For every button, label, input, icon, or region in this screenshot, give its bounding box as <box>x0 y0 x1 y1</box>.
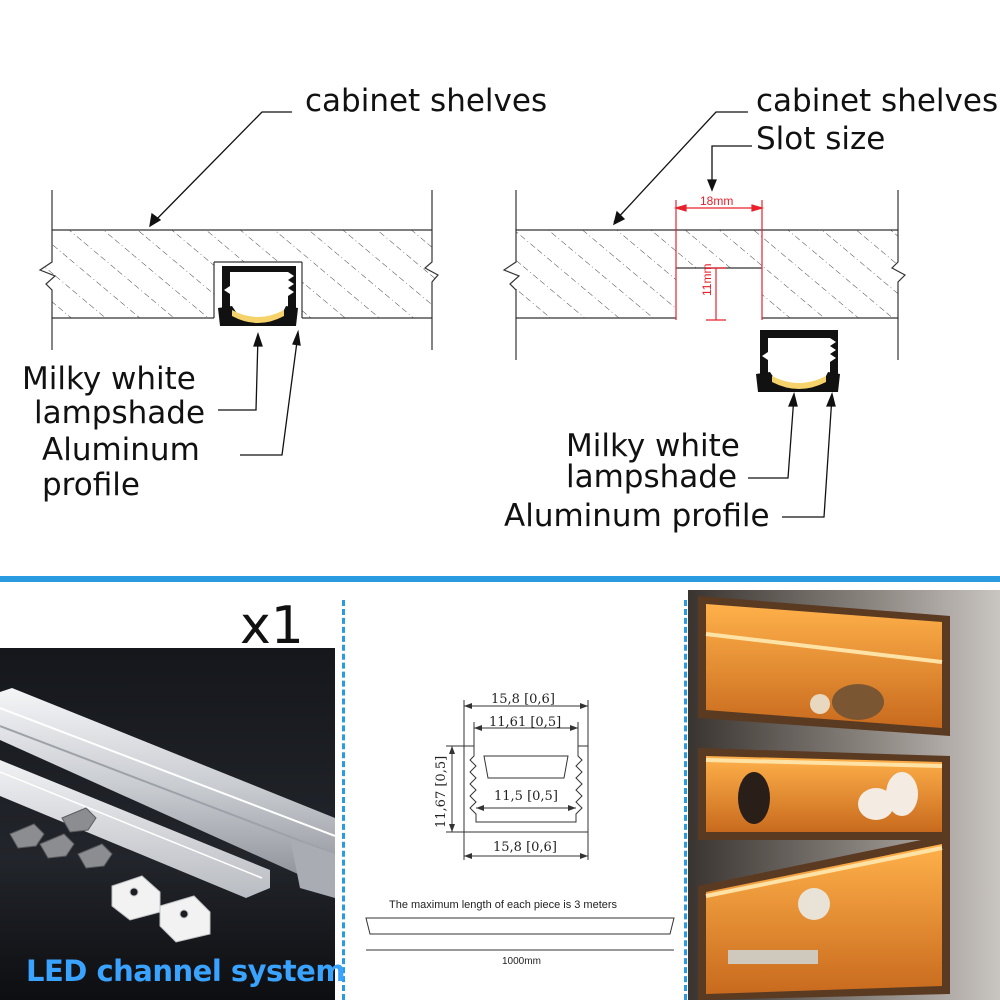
section-divider <box>0 576 1000 582</box>
left-lampshade-label-1: Milky white <box>22 361 196 397</box>
left-aluminum-profile <box>218 266 298 326</box>
channel-width-dim: 11,5 [0,5] <box>494 789 558 804</box>
length-dim: 1000mm <box>502 956 541 967</box>
right-shelf-label: cabinet shelves <box>756 83 999 119</box>
dashed-separator-left <box>342 600 345 1000</box>
left-leader-lines <box>149 111 301 456</box>
product-illustration <box>0 688 335 943</box>
left-lampshade-label-2: lampshade <box>34 395 206 431</box>
left-profile-label-1: Aluminum <box>42 432 200 468</box>
product-caption: LED channel system <box>26 954 346 988</box>
dashed-separator-right <box>684 600 687 1000</box>
profile-dimension-drawing <box>365 700 675 951</box>
slot-dimension-lines <box>673 200 765 321</box>
quantity-label: x1 <box>240 596 304 656</box>
right-lampshade-label-1: Milky white <box>566 428 740 464</box>
left-shelf-label: cabinet shelves <box>305 83 548 119</box>
inner-width-dim: 11,61 [0,5] <box>489 715 562 730</box>
max-length-note: The maximum length of each piece is 3 me… <box>389 899 618 911</box>
product-photo <box>0 648 335 1000</box>
height-dim: 11,67 [0,5] <box>434 755 449 828</box>
right-aluminum-profile <box>756 330 840 392</box>
bottom-width-dim: 15,8 [0,6] <box>493 840 557 855</box>
right-shelf-section <box>502 190 906 360</box>
right-profile-label: Aluminum profile <box>504 498 770 534</box>
slot-size-label: Slot size <box>756 121 886 157</box>
shelves-illustration <box>688 590 1000 1000</box>
slot-depth-value: 11mm <box>700 263 714 296</box>
right-lampshade-label-2: lampshade <box>566 459 738 495</box>
slot-width-value: 18mm <box>700 194 734 208</box>
left-profile-label-2: profile <box>42 467 140 503</box>
right-leader-lines <box>613 111 836 518</box>
installation-diagrams <box>38 111 906 518</box>
outer-width-dim: 15,8 [0,6] <box>491 692 555 707</box>
installed-shelves-photo <box>688 590 1000 1000</box>
